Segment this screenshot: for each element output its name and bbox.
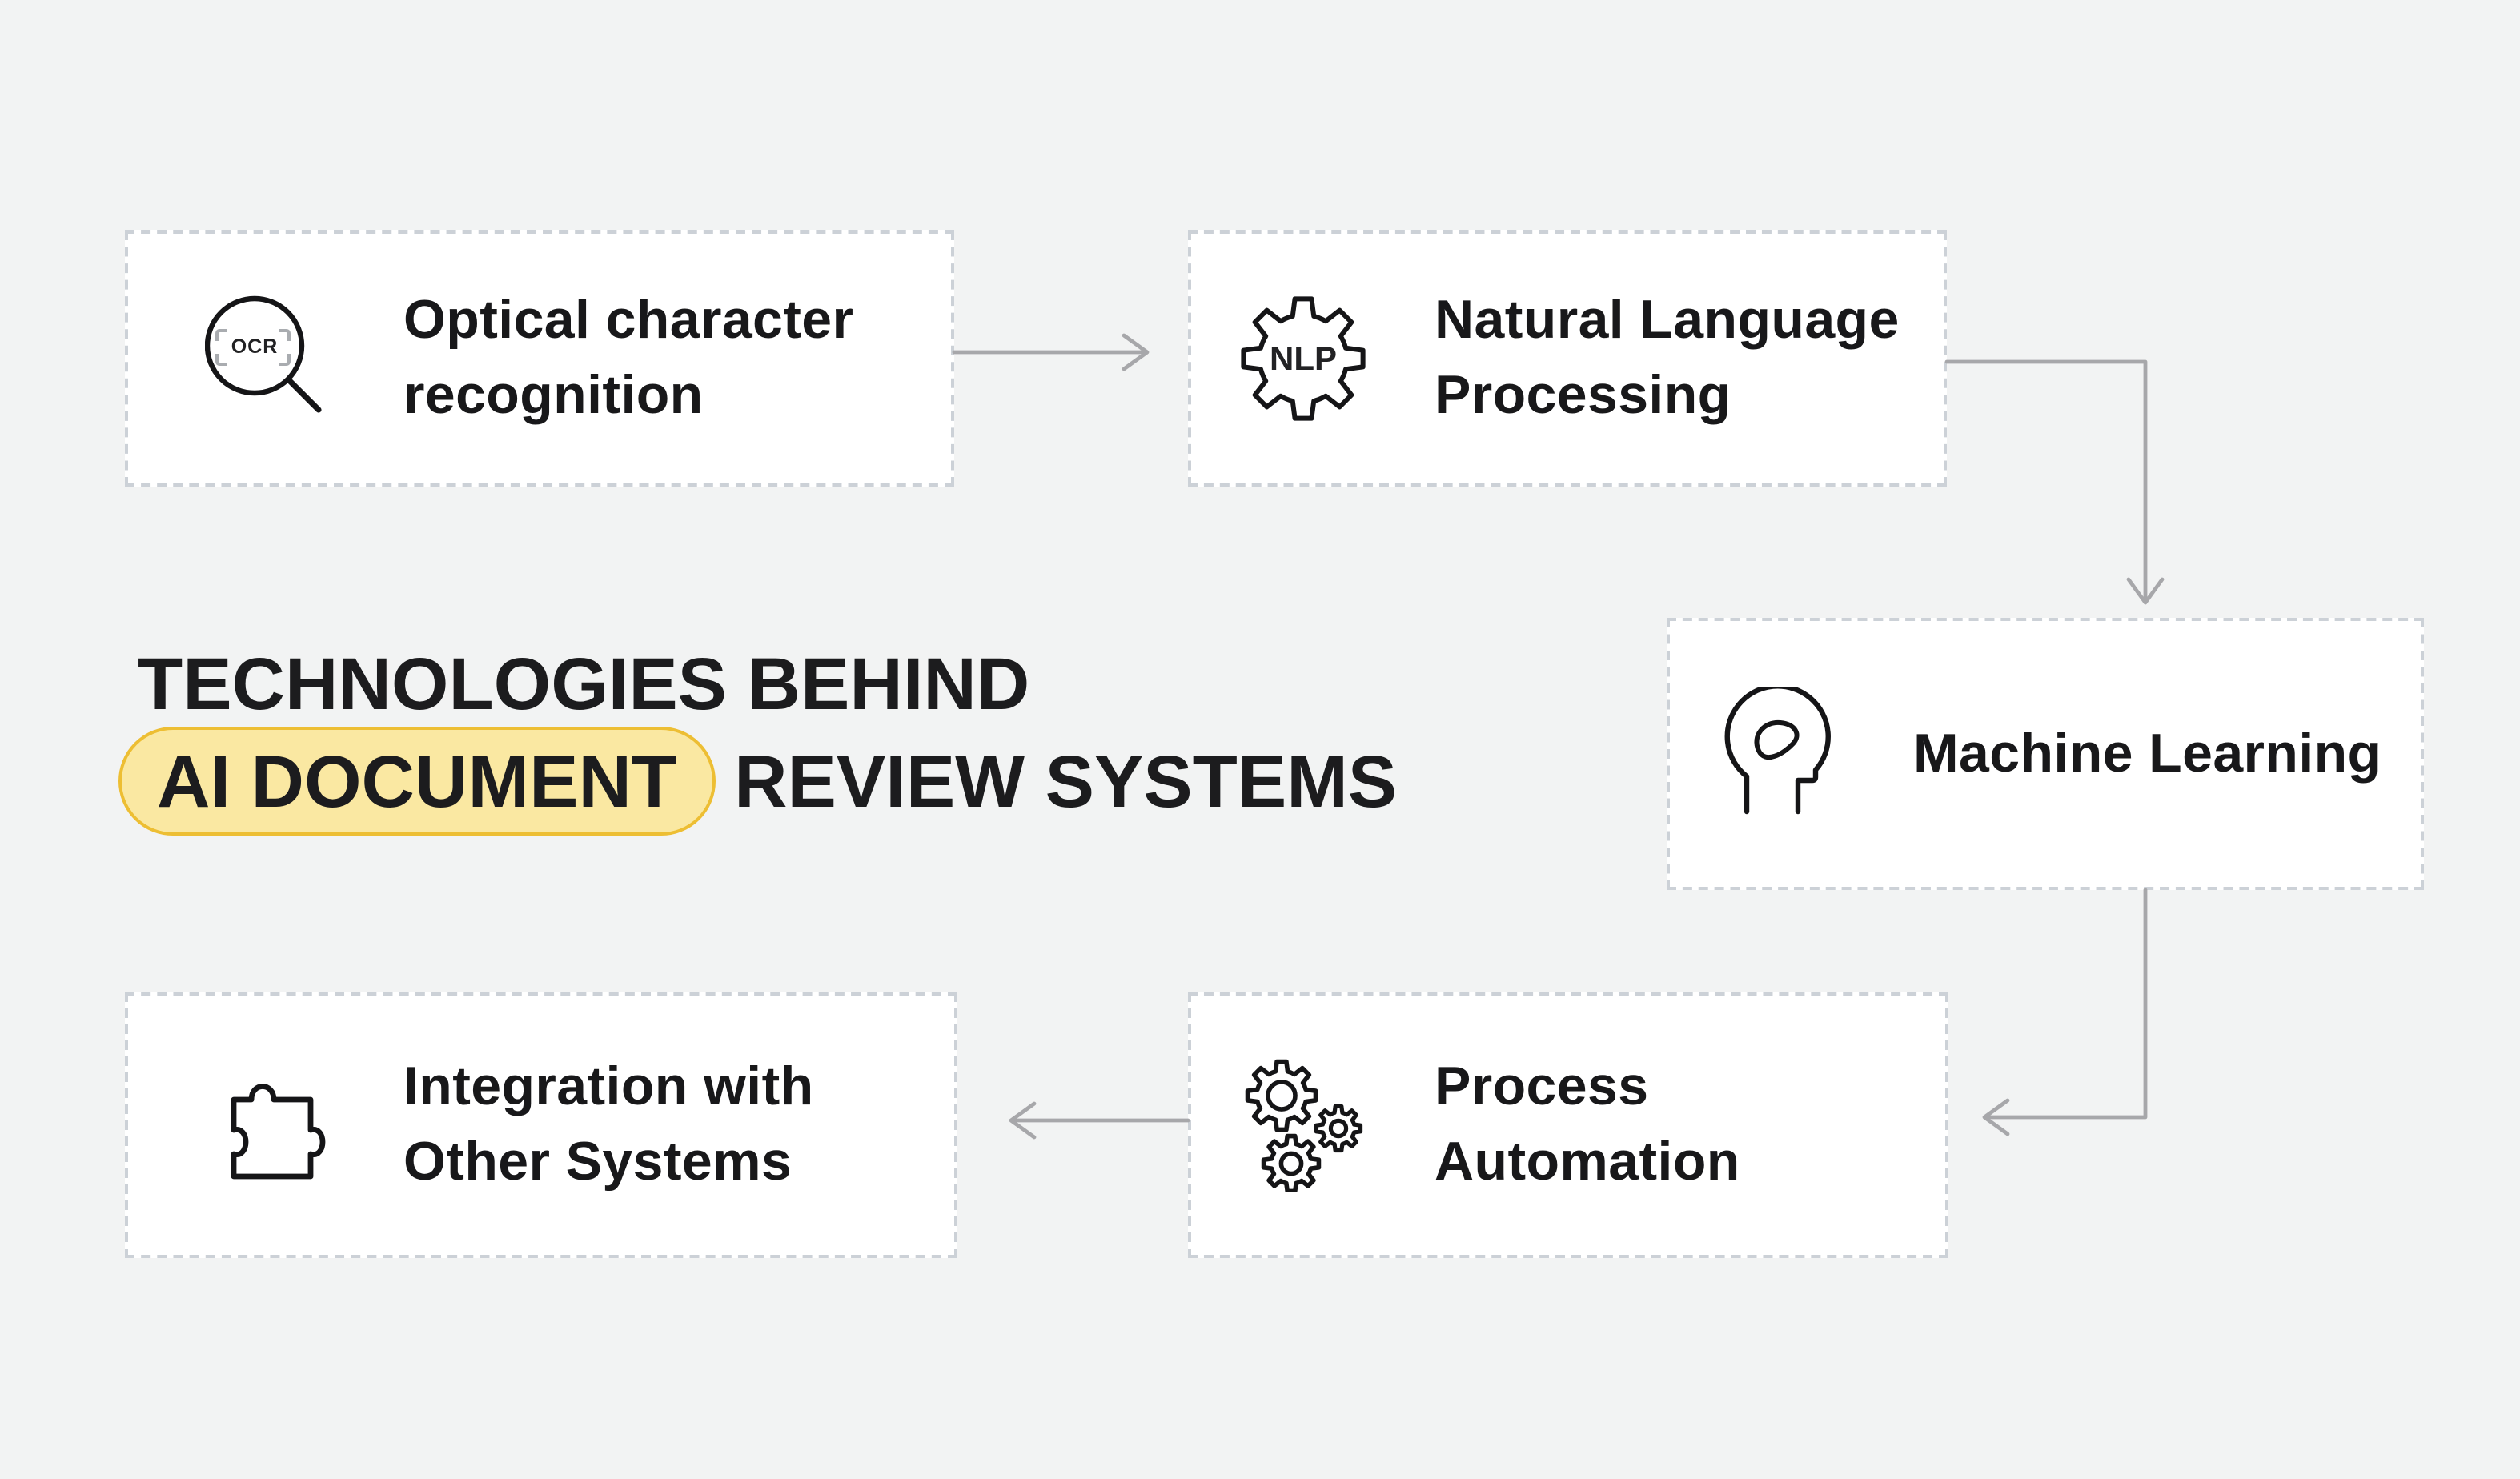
node-card-ml: Machine Learning bbox=[1667, 618, 2424, 890]
puzzle-piece-icon bbox=[231, 1084, 326, 1180]
title-line-2: AI DOCUMENT REVIEW SYSTEMS bbox=[118, 727, 1397, 836]
node-label-integration: Integration with Other Systems bbox=[403, 1056, 814, 1192]
ocr-icon-label: OCR bbox=[231, 335, 279, 358]
node-card-nlp: NLP Natural Language Processing bbox=[1188, 230, 1947, 487]
nlp-icon-label: NLP bbox=[1270, 339, 1337, 377]
arrow-nlp-to-ml bbox=[1944, 359, 2165, 605]
node-card-automation: Process Automation bbox=[1188, 992, 1948, 1258]
arrow-ml-to-automation bbox=[1982, 888, 2148, 1136]
gears-icon bbox=[1236, 1058, 1370, 1192]
arrow-ocr-to-nlp bbox=[952, 333, 1150, 371]
arrow-automation-to-integration bbox=[1009, 1101, 1190, 1140]
magnifier-ocr-icon: OCR bbox=[205, 295, 322, 413]
node-label-nlp: Natural Language Processing bbox=[1435, 290, 1900, 426]
head-brain-icon bbox=[1724, 687, 1831, 815]
title-highlight-text: AI DOCUMENT bbox=[157, 740, 677, 823]
title-rest-text: REVIEW SYSTEMS bbox=[734, 740, 1398, 823]
node-label-automation: Process Automation bbox=[1435, 1056, 1740, 1192]
node-label-ocr: Optical character recognition bbox=[403, 290, 854, 426]
node-card-integration: Integration with Other Systems bbox=[125, 992, 957, 1258]
title-highlight-pill: AI DOCUMENT bbox=[118, 727, 716, 836]
title-line-1: TECHNOLOGIES BEHIND bbox=[138, 642, 1030, 725]
gear-nlp-icon: NLP bbox=[1236, 291, 1370, 426]
node-label-ml: Machine Learning bbox=[1913, 723, 2382, 784]
node-card-ocr: OCR Optical character recognition bbox=[125, 230, 954, 487]
